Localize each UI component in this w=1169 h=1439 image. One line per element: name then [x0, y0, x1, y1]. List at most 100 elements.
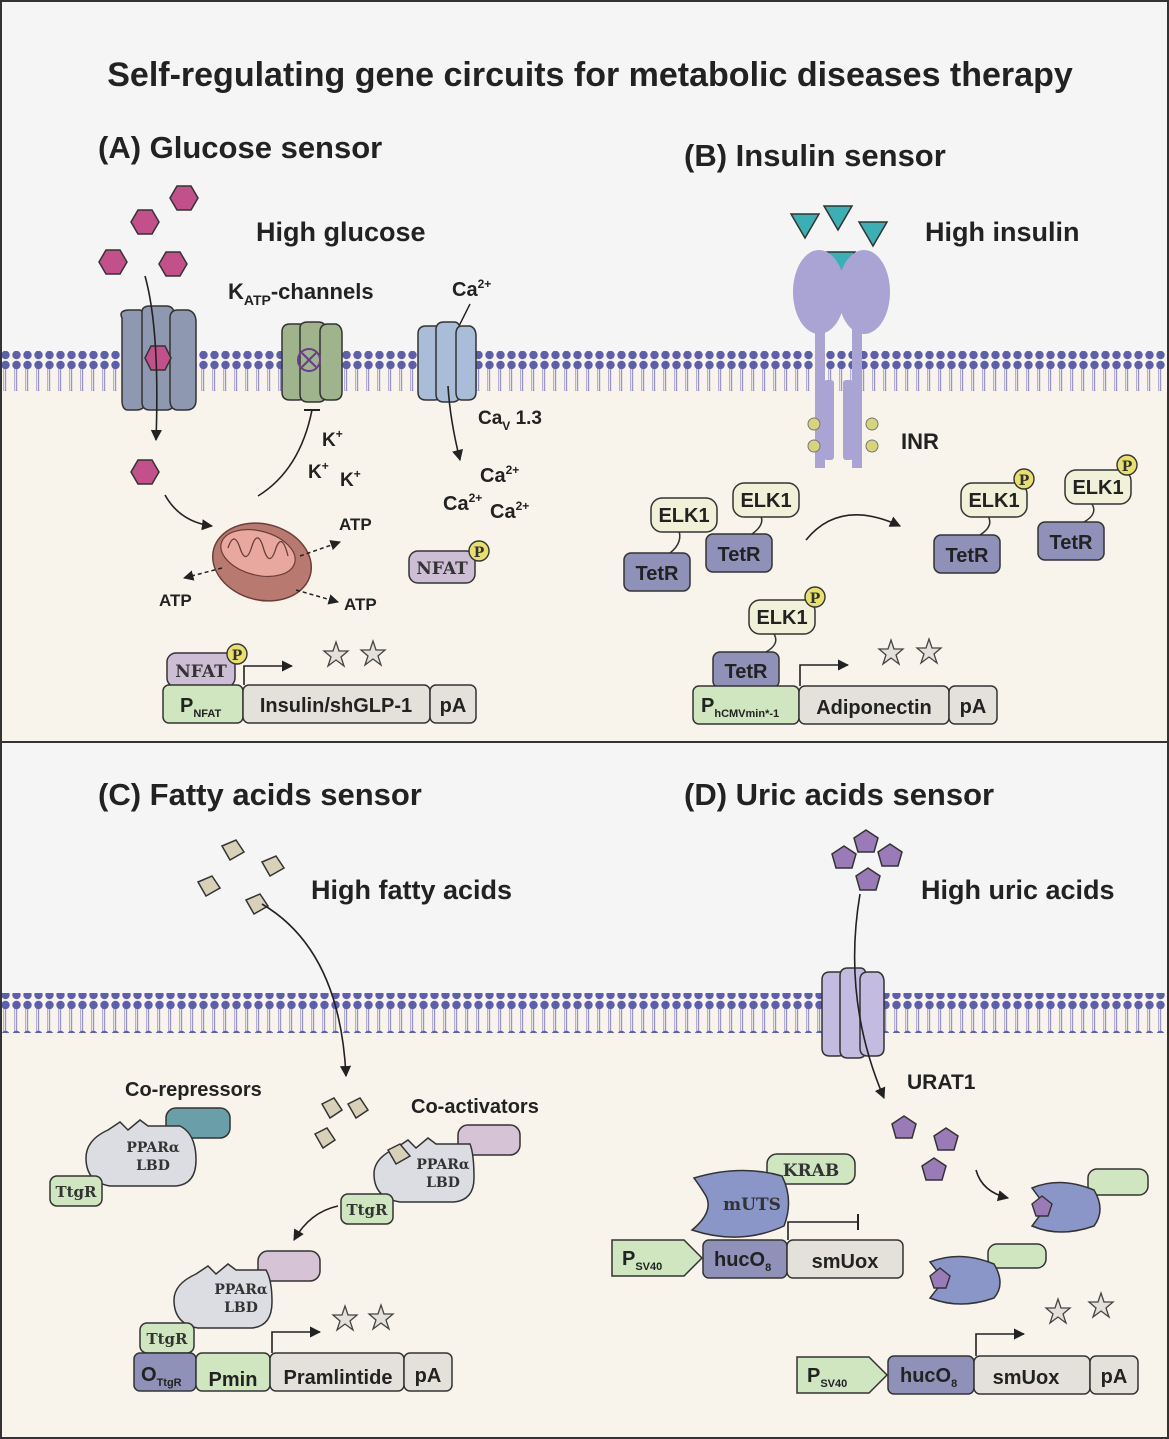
- linker: [1083, 503, 1095, 523]
- phospho-nfat-free: [468, 540, 490, 562]
- panel-a-stimulus: High glucose: [256, 217, 426, 247]
- polya-a-label: pA: [440, 695, 467, 717]
- phospho-nfat-bound: [226, 643, 248, 665]
- gene-adiponectin-label: Adiponectin: [816, 697, 932, 719]
- polya-a: [429, 684, 477, 724]
- atp-arrow-upper: [299, 540, 341, 557]
- elk1-label: ELK1: [1072, 477, 1123, 499]
- polya-c-label: pA: [415, 1365, 442, 1387]
- ttgr-label: TtgR: [146, 1330, 188, 1348]
- k-ion-3: K+: [340, 467, 361, 491]
- tetr-protein: [933, 534, 1001, 574]
- ca-influx-arrow: [447, 385, 463, 462]
- promoter-nfat-label: PNFAT: [180, 695, 222, 720]
- binding-arrow-c: [293, 1205, 339, 1241]
- cav-label: CaV 1.3: [478, 408, 542, 433]
- tetr-bound-label: TetR: [725, 661, 769, 683]
- panel-a: (A) Glucose sensor High glucose ATP ATP: [98, 130, 542, 724]
- k-ion-2: K+: [308, 459, 329, 483]
- krab-protein: [766, 1153, 856, 1185]
- ca-ion-3: Ca2+: [490, 499, 529, 523]
- linker: [765, 633, 777, 653]
- nfat-protein: [408, 550, 476, 584]
- phospho-bound-label: P: [810, 591, 821, 607]
- katp-channel-icon: [281, 321, 343, 403]
- glucose-entry-arrow: [144, 275, 162, 442]
- fatty-acid-molecules: [196, 839, 286, 916]
- ttgr-label: TtgR: [55, 1183, 97, 1201]
- ttgr-label: TtgR: [346, 1201, 388, 1219]
- operator-hucO-label: hucO8: [900, 1365, 957, 1390]
- transcription-arrow-d: [975, 1328, 1026, 1356]
- polya-b-label: pA: [960, 696, 987, 718]
- cav-channel-icon: [417, 321, 477, 403]
- phospho-circle: [1116, 454, 1138, 476]
- uric-acid-entry-arrow: [853, 893, 886, 1100]
- panel-b-stimulus: High insulin: [925, 217, 1080, 247]
- phospho-bound-label: P: [232, 648, 243, 664]
- uric-acids-intracellular: [891, 1115, 959, 1181]
- product-stars-a: [322, 638, 387, 668]
- ca-extracellular-label: Ca2+: [452, 277, 491, 301]
- nfat-bound-label: NFAT: [175, 662, 227, 682]
- glucose-intracellular: [130, 459, 160, 485]
- inr-label: INR: [901, 429, 939, 454]
- atp-arrow-lower: [295, 589, 340, 605]
- elk1-protein: [650, 497, 718, 533]
- ppar-label: PPARα: [214, 1282, 268, 1298]
- panel-d-stimulus: High uric acids: [921, 875, 1115, 905]
- coactivators-label: Co-activators: [411, 1096, 539, 1118]
- promoter-sv40-label: PSV40: [622, 1248, 662, 1273]
- tetr-label: TetR: [946, 545, 990, 567]
- glucose-to-mito-arrow: [164, 494, 214, 531]
- gene-insulin-label: Insulin/shGLP-1: [260, 695, 412, 717]
- glucose-in-transporter: [144, 345, 172, 371]
- muts-label: mUTS: [723, 1195, 781, 1215]
- channel-closed-icon: [297, 348, 321, 372]
- polya-b: [948, 685, 998, 725]
- ca-pointer: [457, 303, 471, 329]
- ppar-lbd-repressed: [85, 1119, 197, 1187]
- uric-binding-arrow: [975, 1169, 1010, 1202]
- repression-line: [787, 1221, 858, 1240]
- fatty-acids-intracellular: [313, 1097, 370, 1150]
- krab-label: KRAB: [783, 1161, 839, 1181]
- elk1-bound-label: ELK1: [756, 607, 807, 629]
- glucose-molecules: [98, 185, 199, 277]
- tetr-protein: [705, 533, 773, 573]
- operator-ttgr-label: OTtgR: [141, 1364, 182, 1389]
- phospho-label: P: [1019, 473, 1030, 489]
- phospho-label: P: [1122, 459, 1133, 475]
- gene-smuox-label: smUox: [993, 1367, 1060, 1389]
- muts-free: [928, 1255, 1001, 1305]
- uric-acid-molecules: [831, 829, 903, 891]
- corepressors-label: Co-repressors: [125, 1079, 262, 1101]
- ttgr-protein: [340, 1193, 394, 1225]
- pmin-label: Pmin: [209, 1369, 258, 1391]
- transcription-arrow-b: [799, 659, 850, 686]
- elk1-label: ELK1: [968, 490, 1019, 512]
- panel-c-stimulus: High fatty acids: [311, 875, 512, 905]
- phospho-bound: [804, 586, 826, 608]
- panel-c: (C) Fatty acids sensor High fatty acids …: [49, 777, 539, 1392]
- panel-c-heading: (C) Fatty acids sensor: [98, 777, 422, 812]
- panel-b: (B) Insulin sensor High insulin INR TetR…: [623, 138, 1138, 725]
- atp-inhibition-line: [257, 409, 313, 497]
- ca-ion-1: Ca2+: [480, 463, 519, 487]
- figure-title: Self-regulating gene circuits for metabo…: [107, 56, 1073, 94]
- uric-acid-bound: [1031, 1195, 1053, 1217]
- lbd-label: LBD: [224, 1300, 258, 1316]
- bound-fatty-acid: [386, 1143, 412, 1166]
- coactivator-protein: [457, 1124, 521, 1156]
- promoter-sv40-active: [796, 1356, 889, 1394]
- extracellular-top: [2, 2, 1167, 352]
- product-stars-d: [1044, 1290, 1115, 1325]
- uric-acid-bound: [929, 1267, 951, 1289]
- gene-pramlintide-label: Pramlintide: [284, 1367, 393, 1389]
- tetr-label: TetR: [1050, 532, 1094, 554]
- promoter-sv40-repressed: [611, 1239, 704, 1277]
- panel-d: (D) Uric acids sensor High uric acids UR…: [611, 777, 1149, 1395]
- promoter-sv40-label: PSV40: [807, 1365, 847, 1390]
- atp-label-left: ATP: [159, 591, 192, 610]
